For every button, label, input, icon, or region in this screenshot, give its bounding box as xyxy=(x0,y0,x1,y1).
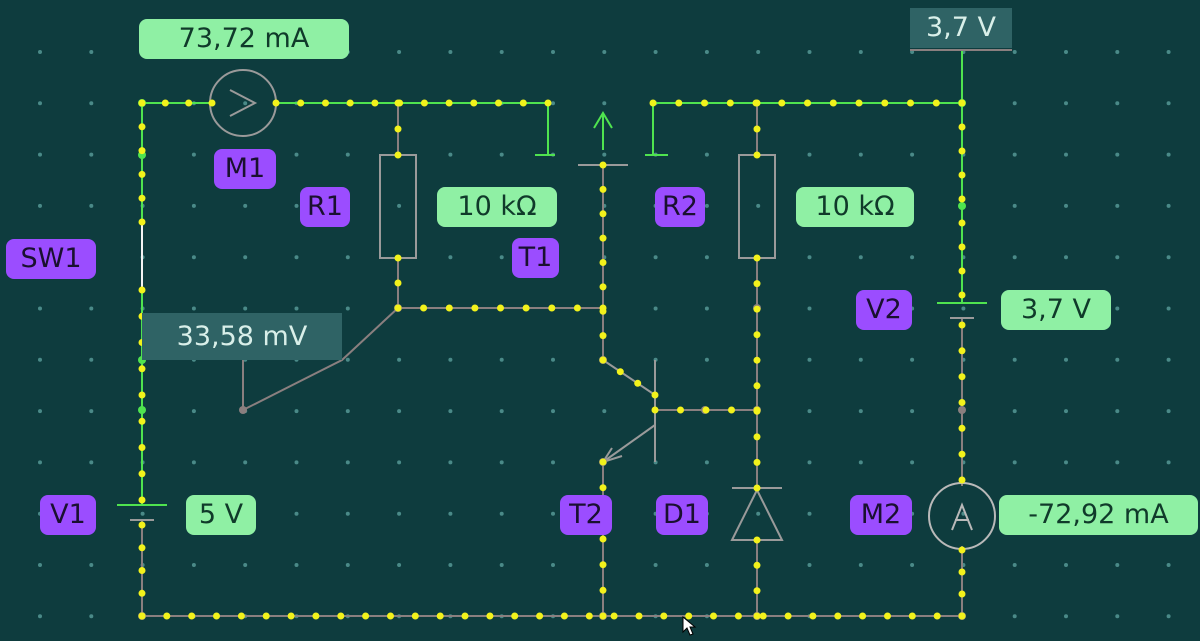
label-m2[interactable]: M2 xyxy=(850,495,912,535)
m2-current-reading: -72,92 mA xyxy=(999,495,1198,535)
top-voltage-reading: 3,7 V xyxy=(910,8,1012,48)
label-t2[interactable]: T2 xyxy=(560,495,612,535)
battery-v1-icon[interactable] xyxy=(117,504,167,521)
v1-value: 5 V xyxy=(186,495,256,535)
label-t1[interactable]: T1 xyxy=(512,238,559,278)
ammeter-m1-icon[interactable] xyxy=(209,69,277,137)
transistor-t1-icon[interactable] xyxy=(578,111,628,166)
m1-current-reading: 73,72 mA xyxy=(139,19,349,59)
battery-v2-icon[interactable] xyxy=(937,302,987,319)
probe-voltage-reading: 33,58 mV xyxy=(142,313,342,360)
label-r1[interactable]: R1 xyxy=(300,187,350,227)
ammeter-m2-icon[interactable] xyxy=(928,482,996,550)
label-v2[interactable]: V2 xyxy=(856,290,912,330)
label-sw1[interactable]: SW1 xyxy=(6,239,96,279)
label-v1[interactable]: V1 xyxy=(40,495,96,535)
probe-wire[interactable] xyxy=(242,307,399,411)
label-r2[interactable]: R2 xyxy=(655,187,705,227)
current-flow-dots xyxy=(138,99,966,620)
v2-value: 3,7 V xyxy=(1001,290,1111,330)
r2-value: 10 kΩ xyxy=(796,187,914,227)
transistor-t2-icon[interactable] xyxy=(600,359,656,464)
label-d1[interactable]: D1 xyxy=(656,495,708,535)
label-m1[interactable]: M1 xyxy=(214,149,276,189)
r1-value: 10 kΩ xyxy=(437,187,557,227)
mouse-cursor-icon xyxy=(682,616,697,636)
